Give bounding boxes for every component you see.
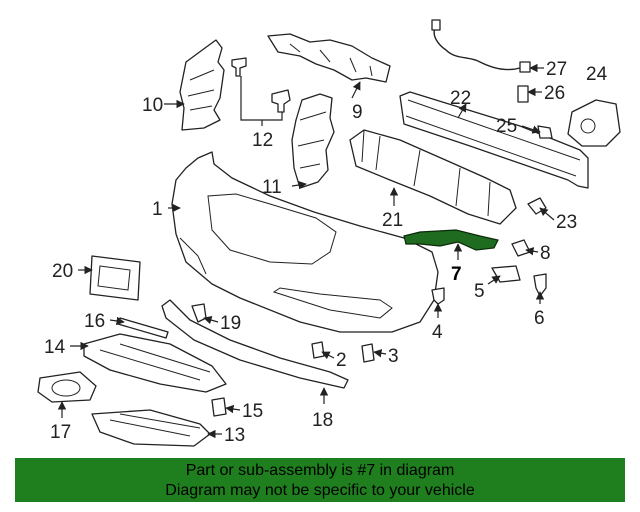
part-14-undercover <box>83 333 227 393</box>
callout-14: 14 <box>44 337 66 358</box>
callout-7: 7 <box>451 264 462 285</box>
part-2-bolt <box>311 341 325 359</box>
part-20-plate-bracket <box>89 255 141 301</box>
callout-1: 1 <box>152 199 163 220</box>
callout-16: 16 <box>84 311 105 332</box>
callout-23: 23 <box>556 212 577 233</box>
callout-27: 27 <box>546 59 567 80</box>
part-12-clip-a <box>231 57 247 77</box>
callout-3: 3 <box>388 346 399 367</box>
callout-9: 9 <box>352 102 363 123</box>
part-5-clip <box>491 265 521 283</box>
banner-line-1: Part or sub-assembly is #7 in diagram <box>185 462 455 479</box>
callout-15: 15 <box>242 401 263 422</box>
callout-25: 25 <box>496 116 517 137</box>
parts-diagram: 10 9 12 11 1 21 22 27 26 24 25 23 7 8 5 … <box>37 19 621 447</box>
part-4-clip <box>431 287 445 305</box>
part-11-bracket <box>291 93 335 189</box>
part-3-bolt <box>361 343 375 363</box>
callout-18: 18 <box>312 410 333 431</box>
callout-11: 11 <box>262 177 282 198</box>
part-17-fog-bezel <box>37 371 97 403</box>
part-8-bolt <box>511 239 531 257</box>
part-24-sensor <box>567 99 621 147</box>
part-1-bumper-cover <box>171 151 439 333</box>
part-26-clip <box>517 85 529 103</box>
part-15-bolt <box>211 397 227 417</box>
callout-2: 2 <box>336 350 347 371</box>
callout-13: 13 <box>224 425 245 446</box>
callout-5: 5 <box>474 281 485 302</box>
callout-26: 26 <box>544 83 565 104</box>
callout-20: 20 <box>52 261 73 282</box>
part-7-bracket-highlighted <box>403 229 499 251</box>
callout-12: 12 <box>252 130 273 151</box>
part-21-absorber <box>349 129 517 225</box>
part-27-harness <box>431 19 531 73</box>
part-22-reinforcement <box>399 91 589 189</box>
part-12-clip-b <box>271 89 291 113</box>
callout-19: 19 <box>220 313 241 334</box>
part-9-upper-bracket <box>267 33 391 83</box>
part-13-lower-grille <box>91 409 211 447</box>
callout-24: 24 <box>586 64 608 85</box>
callout-21: 21 <box>382 210 403 231</box>
callout-4: 4 <box>432 322 443 343</box>
info-banner: Part or sub-assembly is #7 in diagram Di… <box>15 458 625 502</box>
callout-17: 17 <box>50 422 71 443</box>
banner-line-2: Diagram may not be specific to your vehi… <box>165 482 475 499</box>
callout-10: 10 <box>142 95 163 116</box>
callout-22: 22 <box>450 88 471 109</box>
part-10-bracket <box>179 39 225 131</box>
part-25-bolt <box>537 125 553 139</box>
part-19-clip <box>191 303 207 323</box>
part-18-molding <box>161 299 349 389</box>
callout-6: 6 <box>534 308 545 329</box>
callout-8: 8 <box>540 243 551 264</box>
